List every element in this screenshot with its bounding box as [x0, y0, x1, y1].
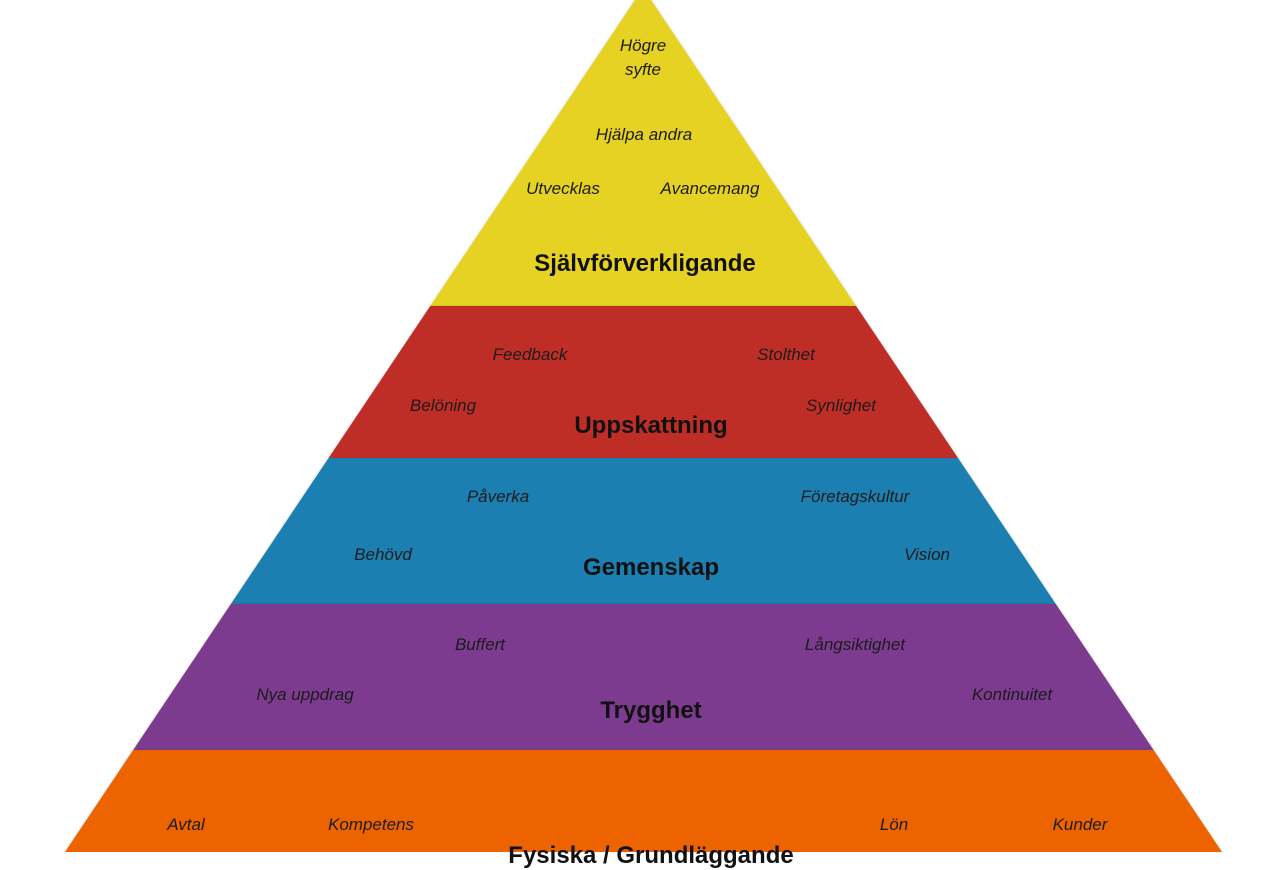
level-4-item: Lön — [879, 815, 909, 834]
level-1-title: Uppskattning — [574, 412, 728, 439]
pyramid-level-self-actualization — [430, 0, 857, 306]
level-0-item: Hjälpa andra — [595, 125, 693, 144]
pyramid-level-safety — [133, 604, 1154, 750]
level-3-item: Långsiktighet — [804, 635, 906, 654]
pyramid-level-belonging — [230, 458, 1056, 604]
pyramid-level-esteem — [328, 306, 959, 458]
level-4-item: Kompetens — [328, 815, 414, 834]
level-0-title: Självförverkligande — [534, 250, 756, 277]
level-1-item: Feedback — [492, 345, 568, 364]
level-3-item: Nya uppdrag — [256, 685, 354, 704]
level-3-item: Buffert — [454, 635, 506, 654]
level-0-item: Utvecklas — [526, 179, 600, 198]
level-1-item: Stolthet — [757, 345, 815, 364]
level-3-title: Trygghet — [600, 697, 702, 724]
level-4-item: Kunder — [1052, 815, 1108, 834]
level-2-item: Påverka — [466, 487, 530, 506]
level-2-item: Företagskultur — [800, 487, 910, 506]
item-line: Högre — [619, 36, 667, 55]
item-line: syfte — [625, 60, 661, 79]
level-2-title: Gemenskap — [582, 554, 720, 581]
level-3-item: Kontinuitet — [971, 685, 1053, 704]
level-1-item: Synlighet — [806, 396, 876, 415]
level-1-item: Belöning — [409, 396, 477, 415]
level-4-item: Avtal — [167, 815, 205, 834]
level-0-item: Avancemang — [660, 179, 760, 198]
level-2-item: Vision — [904, 545, 950, 564]
level-4-title: Fysiska / Grundläggande — [508, 842, 794, 869]
level-2-item: Behövd — [354, 545, 412, 564]
pyramid-level-physiological — [64, 750, 1223, 852]
pyramid-diagram — [64, 0, 1223, 852]
level-0-item-higher-purpose: Högre syfte — [620, 34, 666, 82]
